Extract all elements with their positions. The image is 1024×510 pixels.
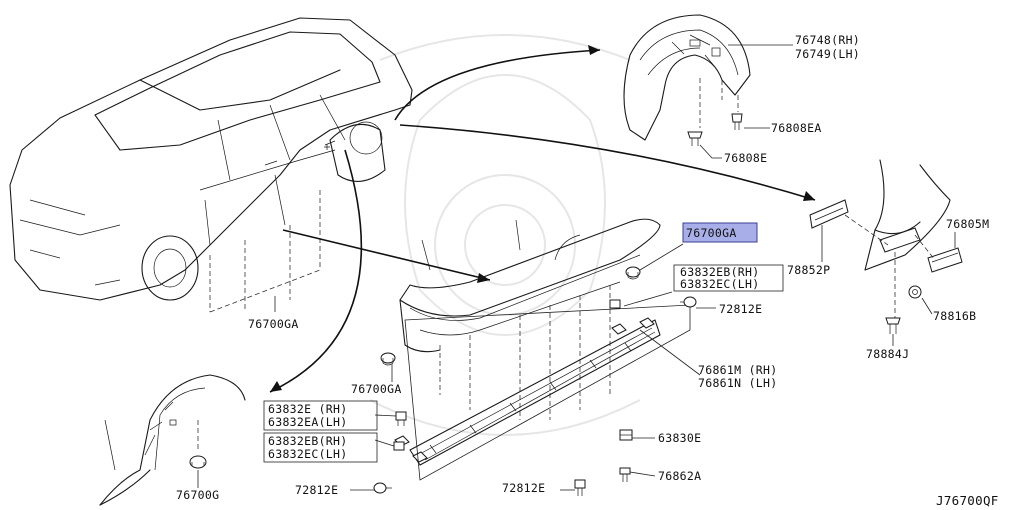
clip-76808EA [731,113,743,130]
screw-72812E-bottom-mid [574,479,586,496]
leader-lines [197,44,956,491]
clip-63832E [395,411,407,426]
label-76808EA[interactable]: 76808EA [771,121,822,135]
label-76861N[interactable]: 76861N (LH) [698,376,777,390]
label-76808E[interactable]: 76808E [724,151,767,165]
label-76805M[interactable]: 76805M [946,217,989,231]
bolt-76862A [619,467,631,482]
label-78816B[interactable]: 78816B [933,309,976,323]
label-63832EB-rh[interactable]: 63832EB(RH) [680,265,759,279]
label-63832EB-rh-lower[interactable]: 63832EB(RH) [268,434,347,448]
mudguard-assembly [809,159,963,334]
label-76862A[interactable]: 76862A [658,469,701,483]
clip-76700GA-mid [380,352,396,366]
clip-76700GA-top [625,266,641,280]
clip-76808E [687,131,703,146]
clip-63832EB-top [609,299,621,309]
label-76700GA-mid[interactable]: 76700GA [351,382,402,396]
label-63830E[interactable]: 63830E [658,431,701,445]
wheel-arch-liner [623,14,751,141]
label-box-63832E [263,400,378,431]
sill-molding-lower [394,317,661,466]
label-78884J[interactable]: 78884J [866,347,909,361]
label-box-63832EB-lower [263,432,378,463]
label-63832EC-lh[interactable]: 63832EC(LH) [680,277,759,291]
inner-wheel-arch [99,374,246,506]
label-76749[interactable]: 76749(LH) [795,47,860,61]
label-76700G[interactable]: 76700G [176,488,219,502]
callout-arrows [269,45,816,393]
label-63832EA-lh[interactable]: 63832EA(LH) [268,415,347,429]
label-72812E-bottom-mid[interactable]: 72812E [502,481,545,495]
label-box-63832EB [673,264,784,292]
outline-box-76861 [404,304,691,481]
screw-72812E-right [680,296,697,308]
label-76861M[interactable]: 76861M (RH) [698,363,777,377]
label-78852P[interactable]: 78852P [787,263,830,277]
nut-63830E [619,429,633,441]
sill-molding-upper [399,218,661,420]
label-63832EC-lh-lower[interactable]: 63832EC(LH) [268,447,347,461]
label-76700GA-left[interactable]: 76700GA [248,317,299,331]
clip-63832EB [393,441,405,451]
label-76748[interactable]: 76748(RH) [795,33,860,47]
label-72812E-right[interactable]: 72812E [719,302,762,316]
highlight-76700GA [682,222,758,243]
label-63832E-rh[interactable]: 63832E (RH) [268,402,347,416]
car-illustration [9,17,413,313]
diagram-code: J76700QF [936,493,999,508]
screw-72812E-bottom-left [373,482,392,494]
label-76700GA-top[interactable]: 76700GA [686,226,737,240]
label-72812E-bottom-left[interactable]: 72812E [295,483,338,497]
